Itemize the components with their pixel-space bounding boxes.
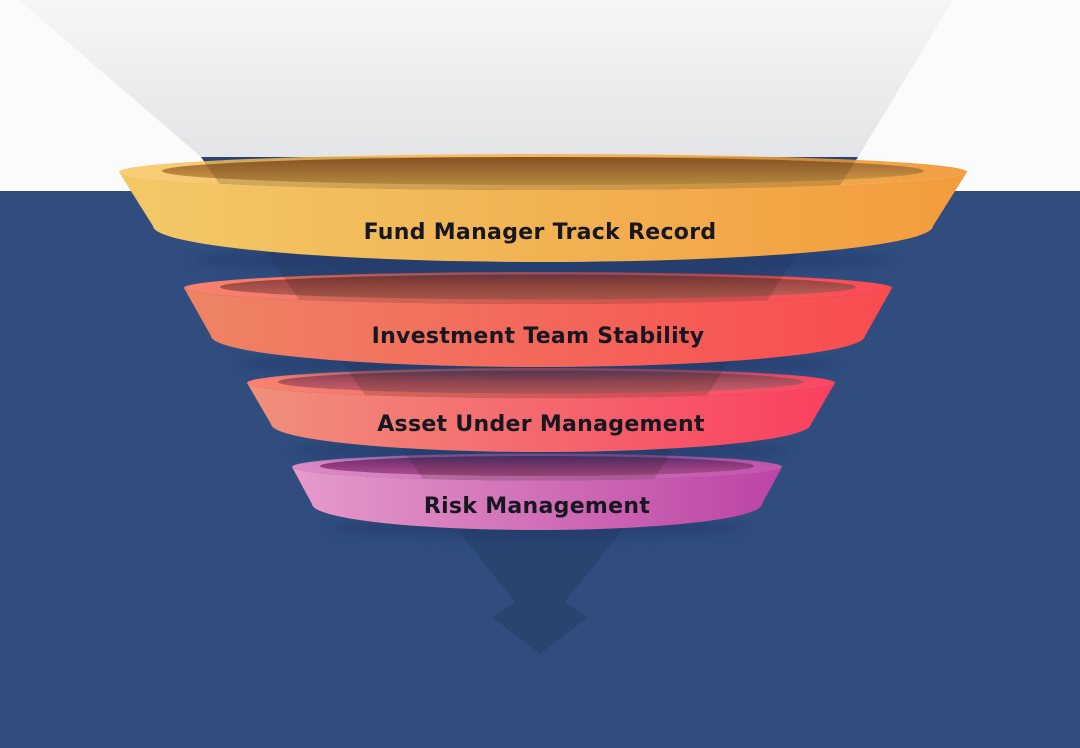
funnel-layer-4: Risk Management: [292, 467, 782, 530]
layer1-label: Fund Manager Track Record: [364, 220, 717, 245]
funnel-layer-3: Asset Under Management: [247, 383, 835, 452]
funnel-layer-2: Investment Team Stability: [184, 288, 892, 367]
layer4-label: Risk Management: [424, 494, 650, 519]
funnel-ring-tops: [119, 154, 967, 481]
layer1-hole: [162, 157, 924, 185]
layer3-band: [247, 383, 835, 452]
layer2-hole: [220, 274, 856, 300]
layer2-label: Investment Team Stability: [372, 324, 705, 349]
layer3-label: Asset Under Management: [377, 412, 705, 437]
layer4-hole: [320, 456, 754, 476]
light-beam: [19, 0, 953, 157]
layer2-band: [184, 288, 892, 367]
layer1-band: [119, 172, 967, 262]
layer4-band: [292, 467, 782, 530]
layer3-hole: [278, 370, 804, 394]
funnel-layer-1: Fund Manager Track Record: [119, 172, 967, 262]
